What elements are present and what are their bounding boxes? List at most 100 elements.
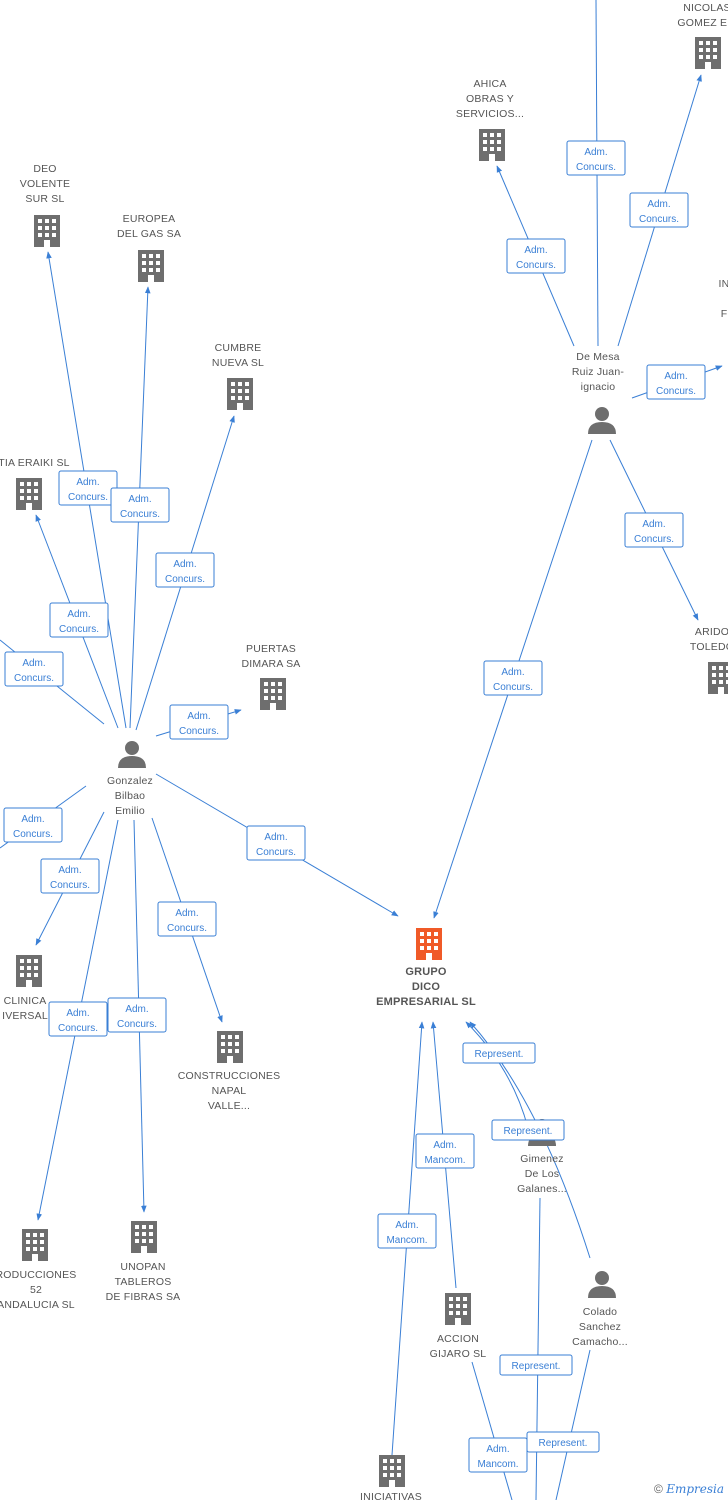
edge-label-adm[interactable]: Adm. Concurs. — [629, 192, 689, 228]
building-icon — [708, 662, 728, 694]
edge-label-text: Adm. — [433, 1140, 456, 1151]
edge-label-adm[interactable]: Adm.Concurs. — [246, 825, 306, 861]
edge-label-adm[interactable]: Adm.Concurs. — [48, 1001, 108, 1037]
node-construcciones[interactable]: CONSTRUCCIONESNAPALVALLE... — [178, 1031, 281, 1112]
node-arido[interactable]: ARIDOTOLEDO — [690, 626, 728, 694]
node-label: GIJARO SL — [430, 1348, 487, 1360]
building-icon — [260, 678, 286, 710]
edge-label-mancom[interactable]: Adm.Mancom. — [468, 1437, 528, 1473]
node-eraiki[interactable]: TIA ERAIKI SL — [0, 457, 70, 510]
node-label: DICO — [412, 981, 441, 993]
node-label: DIMARA SA — [242, 658, 301, 670]
node-label: Colado — [583, 1306, 617, 1318]
edge-label-adm[interactable]: Adm.Concurs. — [646, 364, 706, 400]
node-nicolas[interactable]: NICOLAS GOMEZ E... — [677, 2, 728, 69]
edge-label-text: Adm. — [501, 667, 524, 678]
node-label: INICIATIVAS — [360, 1491, 422, 1500]
node-label: ARIDO — [695, 626, 728, 638]
node-label: SERVICIOS... — [456, 108, 524, 120]
person-icon — [588, 1271, 616, 1298]
edge-label-text: Concurs. — [656, 386, 696, 397]
edge-label-adm[interactable]: Adm.Concurs. — [155, 552, 215, 588]
building-icon — [479, 129, 505, 161]
node-in_partial[interactable]: INF — [719, 278, 728, 320]
edge-label-text: Concurs. — [167, 923, 207, 934]
node-label: VOLENTE — [20, 178, 70, 190]
edge-label-represent[interactable]: Represent. — [526, 1431, 600, 1453]
node-label: DEO — [33, 163, 56, 175]
edge-label-text: Concurs. — [576, 162, 616, 173]
edge-label-adm[interactable]: Adm.Concurs. — [506, 238, 566, 274]
node-label: De Mesa — [576, 351, 619, 363]
node-label: VALLE... — [208, 1100, 250, 1112]
copyright-icon: © — [654, 1482, 663, 1496]
edge-line — [535, 1197, 541, 1500]
node-colado[interactable]: ColadoSanchezCamacho... — [572, 1271, 628, 1348]
node-label: GRUPO — [405, 966, 447, 978]
edge-label-text: Adm. — [22, 658, 45, 669]
edge-label-text: Concurs. — [179, 726, 219, 737]
edge-label-adm[interactable]: Adm.Concurs. — [107, 997, 167, 1033]
edge-label-adm[interactable]: Adm.Concurs. — [49, 602, 109, 638]
edge-line — [465, 1021, 529, 1129]
edge-label-text: Adm. — [647, 199, 670, 210]
node-label: 52 — [30, 1284, 42, 1296]
edge-label-represent[interactable]: Represent. — [462, 1042, 536, 1064]
edge-label-adm[interactable]: Adm.Concurs. — [110, 487, 170, 523]
edge-label-mancom[interactable]: Adm.Mancom. — [415, 1133, 475, 1169]
edge-label-adm[interactable]: Adm.Concurs. — [566, 140, 626, 176]
edge-label-adm[interactable]: Adm.Concurs. — [157, 901, 217, 937]
edge-label-text: Concurs. — [68, 492, 108, 503]
edge-label-text: Concurs. — [165, 574, 205, 585]
edge-label-represent[interactable]: Represent. — [491, 1119, 565, 1141]
edge-label-text: Adm. — [642, 519, 665, 530]
edge-label-adm[interactable]: Adm.Concurs. — [40, 858, 100, 894]
node-label: NAPAL — [212, 1085, 247, 1097]
node-label: Bilbao — [115, 790, 145, 802]
edge-line — [471, 1361, 513, 1500]
edge-label-text: Represent. — [539, 1438, 588, 1449]
edge-label-adm[interactable]: Adm.Concurs. — [58, 470, 118, 506]
edge-label-text: Concurs. — [59, 624, 99, 635]
edge-label-adm[interactable]: Adm.Concurs. — [624, 512, 684, 548]
edge-label-adm[interactable]: Adm.Concurs. — [3, 807, 63, 843]
node-label: NICOLAS — [683, 2, 728, 14]
edge-label-text: Concurs. — [14, 673, 54, 684]
node-label: IVERSAL — [2, 1010, 48, 1022]
node-iniciativas[interactable]: INICIATIVAS — [360, 1455, 422, 1500]
edge-label-text: Represent. — [512, 1361, 561, 1372]
building-icon — [34, 215, 60, 247]
edge-label-adm[interactable]: Adm.Concurs. — [169, 704, 229, 740]
building-icon — [445, 1293, 471, 1325]
edge-label-text: Concurs. — [639, 214, 679, 225]
building-icon — [227, 378, 253, 410]
edge-label-adm[interactable]: Adm.Concurs. — [483, 660, 543, 696]
watermark: © Empresia — [654, 1482, 724, 1496]
building-icon — [131, 1221, 157, 1253]
building-icon — [16, 955, 42, 987]
edge-label-adm[interactable]: Adm. Concurs. — [4, 651, 64, 687]
edge-label-mancom[interactable]: Adm.Mancom. — [377, 1213, 437, 1249]
edge-label-represent[interactable]: Represent. — [499, 1354, 573, 1376]
node-label: CUMBRE — [215, 342, 262, 354]
brand-name: Empresia — [666, 1482, 724, 1496]
node-label: OBRAS Y — [466, 93, 514, 105]
node-label: Camacho... — [572, 1336, 628, 1348]
node-label: GOMEZ E... — [677, 17, 728, 29]
node-label: Sanchez — [579, 1321, 621, 1333]
